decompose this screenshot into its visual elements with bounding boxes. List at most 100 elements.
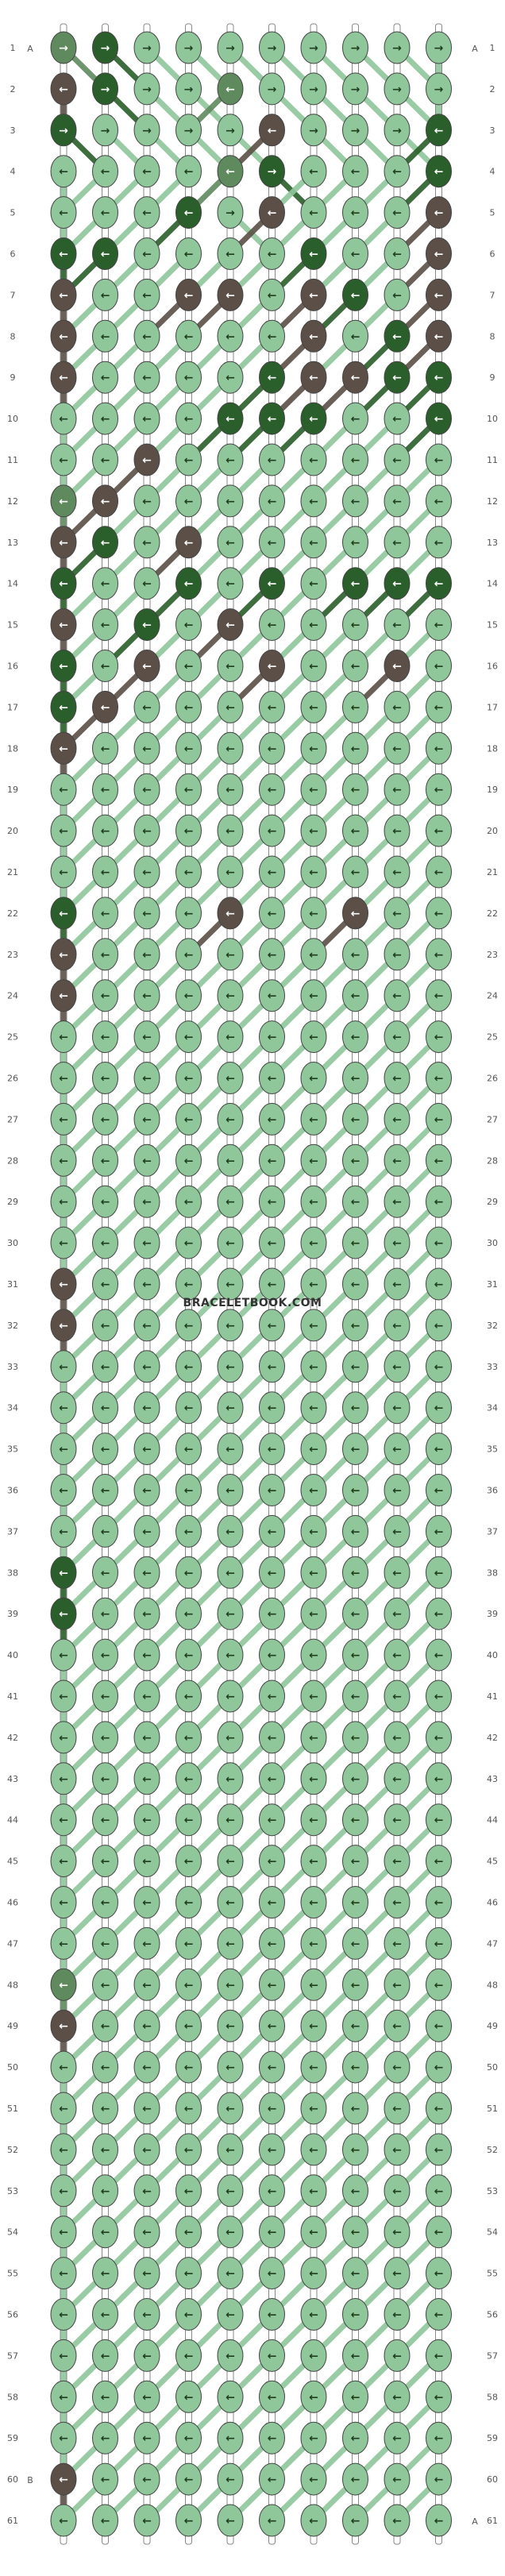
knot[interactable] bbox=[259, 1350, 285, 1383]
knot[interactable] bbox=[50, 1350, 77, 1383]
knot[interactable] bbox=[50, 319, 77, 353]
knot[interactable] bbox=[133, 814, 160, 847]
knot[interactable] bbox=[175, 2298, 202, 2331]
knot[interactable] bbox=[300, 650, 327, 682]
knot[interactable] bbox=[50, 1968, 77, 2001]
knot[interactable] bbox=[217, 2339, 244, 2372]
knot[interactable] bbox=[50, 897, 77, 930]
knot[interactable] bbox=[300, 1062, 327, 1094]
knot[interactable] bbox=[175, 897, 202, 930]
knot[interactable] bbox=[50, 1597, 77, 1630]
knot[interactable] bbox=[133, 731, 160, 765]
knot[interactable] bbox=[300, 1762, 327, 1795]
knot[interactable] bbox=[92, 2462, 118, 2496]
knot[interactable] bbox=[217, 1803, 244, 1837]
knot[interactable] bbox=[175, 2174, 202, 2208]
knot[interactable] bbox=[133, 2215, 160, 2249]
knot[interactable] bbox=[175, 1062, 202, 1094]
knot[interactable] bbox=[133, 2257, 160, 2290]
knot[interactable] bbox=[426, 114, 452, 147]
knot[interactable] bbox=[259, 2339, 285, 2372]
knot[interactable] bbox=[133, 2462, 160, 2496]
knot[interactable] bbox=[50, 855, 77, 889]
knot[interactable] bbox=[342, 484, 368, 518]
knot[interactable] bbox=[175, 1309, 202, 1342]
knot[interactable] bbox=[342, 278, 368, 311]
knot[interactable] bbox=[300, 361, 327, 394]
knot[interactable] bbox=[50, 1143, 77, 1177]
knot[interactable] bbox=[342, 1020, 368, 1054]
knot[interactable] bbox=[175, 237, 202, 270]
knot[interactable] bbox=[342, 155, 368, 188]
knot[interactable] bbox=[50, 567, 77, 600]
knot[interactable] bbox=[300, 1267, 327, 1301]
knot[interactable] bbox=[300, 1679, 327, 1713]
knot[interactable] bbox=[426, 443, 452, 476]
knot[interactable] bbox=[133, 1721, 160, 1754]
knot[interactable] bbox=[50, 2009, 77, 2042]
knot[interactable] bbox=[175, 31, 202, 64]
knot[interactable] bbox=[92, 1474, 118, 1506]
knot[interactable] bbox=[175, 1267, 202, 1301]
knot[interactable] bbox=[50, 526, 77, 559]
knot[interactable] bbox=[175, 2462, 202, 2496]
knot[interactable] bbox=[300, 2421, 327, 2455]
knot[interactable] bbox=[133, 1226, 160, 1259]
knot[interactable] bbox=[426, 1514, 452, 1548]
knot[interactable] bbox=[342, 2339, 368, 2372]
knot[interactable] bbox=[92, 1968, 118, 2001]
knot[interactable] bbox=[92, 731, 118, 765]
knot[interactable] bbox=[133, 1514, 160, 1548]
knot[interactable] bbox=[300, 1185, 327, 1218]
knot[interactable] bbox=[384, 1391, 411, 1425]
knot[interactable] bbox=[300, 2339, 327, 2372]
knot[interactable] bbox=[342, 1968, 368, 2001]
knot[interactable] bbox=[92, 1721, 118, 1754]
knot[interactable] bbox=[92, 1638, 118, 1672]
knot[interactable] bbox=[426, 1433, 452, 1466]
knot[interactable] bbox=[342, 1926, 368, 1960]
knot[interactable] bbox=[384, 1845, 411, 1878]
knot[interactable] bbox=[259, 2504, 285, 2537]
knot[interactable] bbox=[426, 1762, 452, 1795]
knot[interactable] bbox=[300, 1391, 327, 1425]
knot[interactable] bbox=[92, 2421, 118, 2455]
knot[interactable] bbox=[426, 402, 452, 435]
knot[interactable] bbox=[259, 72, 285, 106]
knot[interactable] bbox=[175, 1433, 202, 1466]
knot[interactable] bbox=[175, 650, 202, 682]
knot[interactable] bbox=[259, 31, 285, 64]
knot[interactable] bbox=[50, 1062, 77, 1094]
knot[interactable] bbox=[259, 897, 285, 930]
knot[interactable] bbox=[175, 2257, 202, 2290]
knot[interactable] bbox=[259, 319, 285, 353]
knot[interactable] bbox=[133, 196, 160, 229]
knot[interactable] bbox=[384, 1886, 411, 1919]
knot[interactable] bbox=[92, 2504, 118, 2537]
knot[interactable] bbox=[175, 443, 202, 476]
knot[interactable] bbox=[426, 2504, 452, 2537]
knot[interactable] bbox=[259, 2298, 285, 2331]
knot[interactable] bbox=[92, 897, 118, 930]
knot[interactable] bbox=[384, 2215, 411, 2249]
knot[interactable] bbox=[300, 2050, 327, 2084]
knot[interactable] bbox=[175, 1226, 202, 1259]
knot[interactable] bbox=[92, 319, 118, 353]
knot[interactable] bbox=[175, 1391, 202, 1425]
knot[interactable] bbox=[259, 567, 285, 600]
knot[interactable] bbox=[175, 114, 202, 147]
knot[interactable] bbox=[384, 1350, 411, 1383]
knot[interactable] bbox=[259, 1267, 285, 1301]
knot[interactable] bbox=[50, 1102, 77, 1136]
knot[interactable] bbox=[259, 2174, 285, 2208]
knot[interactable] bbox=[217, 1391, 244, 1425]
knot[interactable] bbox=[50, 1803, 77, 1837]
knot[interactable] bbox=[300, 526, 327, 559]
knot[interactable] bbox=[426, 1886, 452, 1919]
knot[interactable] bbox=[384, 1638, 411, 1672]
knot[interactable] bbox=[426, 1020, 452, 1054]
knot[interactable] bbox=[217, 814, 244, 847]
knot[interactable] bbox=[217, 1845, 244, 1878]
knot[interactable] bbox=[50, 2504, 77, 2537]
knot[interactable] bbox=[50, 1226, 77, 1259]
